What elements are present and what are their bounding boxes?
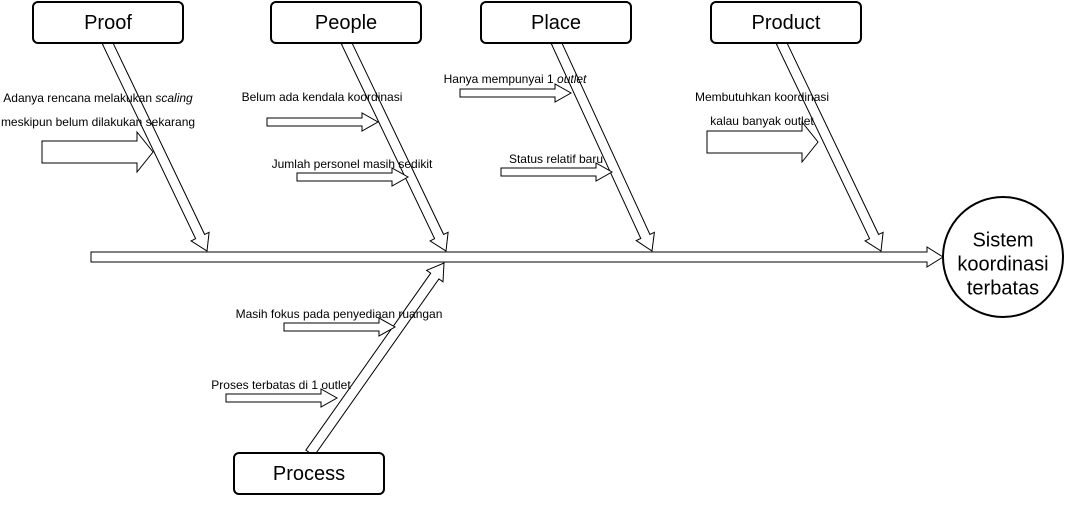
- cause-label-proof-0: meskipun belum dilakukan sekarang: [1, 115, 195, 129]
- cause-arrow-people-1: [296, 167, 410, 187]
- cause-label-product-0: Membutuhkan koordinasi: [695, 90, 829, 104]
- cause-label-place-0: Hanya mempunyai 1 outlet: [444, 72, 587, 86]
- category-label-product: Product: [752, 12, 821, 34]
- category-label-proof: Proof: [84, 12, 132, 34]
- cause-label-people-0: Belum ada kendala koordinasi: [242, 90, 403, 104]
- cause-arrow-process-1: [225, 388, 339, 408]
- cause-arrow-product-0: [706, 120, 819, 164]
- bone-arrow-place: [550, 39, 656, 252]
- effect-label-line: koordinasi: [957, 253, 1048, 275]
- bone-arrow-proof: [101, 39, 210, 252]
- category-box-people: [270, 1, 422, 44]
- category-label-people: People: [315, 12, 377, 34]
- category-proof: Proof: [32, 1, 184, 44]
- cause-arrow-place-0: [459, 83, 573, 103]
- cause-arrow-place-1: [500, 162, 614, 182]
- category-box-product: [710, 1, 862, 44]
- effect-circle: [942, 196, 1064, 318]
- bone-arrow-process: [305, 262, 445, 457]
- cause-arrow-people-0: [266, 112, 380, 132]
- category-label-process: Process: [273, 463, 345, 485]
- bone-arrow-product: [775, 39, 884, 252]
- category-people: People: [270, 1, 422, 44]
- cause-label-process-0: Masih fokus pada penyediaan ruangan: [236, 307, 443, 321]
- category-box-place: [480, 1, 632, 44]
- cause-label-place-1: Status relatif baru: [509, 152, 603, 166]
- category-process: Process: [233, 452, 385, 495]
- effect-label-line: Sistem: [972, 229, 1033, 251]
- cause-arrow-proof-0: [41, 130, 154, 174]
- cause-label-process-1: Proses terbatas di 1 outlet: [211, 378, 351, 392]
- category-product: Product: [710, 1, 862, 44]
- category-box-proof: [32, 1, 184, 44]
- effect-label-line: terbatas: [967, 277, 1039, 299]
- category-box-process: [233, 452, 385, 495]
- category-place: Place: [480, 1, 632, 44]
- bone-arrow-people: [340, 39, 449, 252]
- category-label-place: Place: [531, 12, 581, 34]
- spine-arrow: [90, 246, 944, 268]
- cause-label-proof-0: Adanya rencana melakukan scaling: [3, 91, 193, 105]
- cause-label-product-0: kalau banyak outlet: [710, 114, 814, 128]
- cause-label-people-1: Jumlah personel masih sedikit: [272, 157, 433, 171]
- cause-arrow-process-0: [283, 317, 397, 337]
